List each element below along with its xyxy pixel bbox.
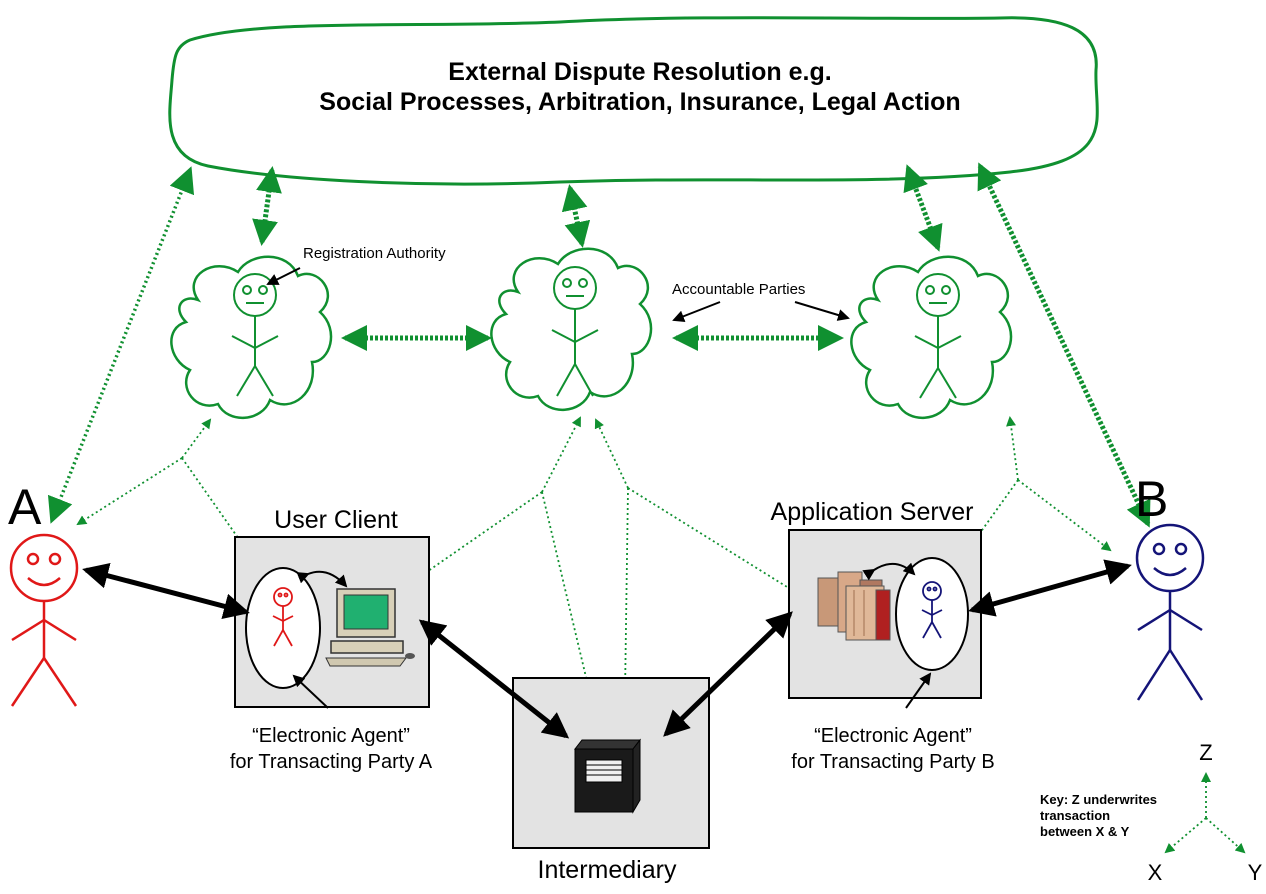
agent-server-link-b [862, 562, 916, 581]
key-x-label: X [1148, 860, 1163, 885]
a-to-client-arrow [82, 563, 250, 619]
user-client-box [234, 536, 430, 708]
accountable-party-cloud-right [850, 255, 1013, 420]
party-a-label: A [8, 479, 42, 535]
agent-b-pointer [905, 672, 932, 709]
ra-to-banner-link [252, 166, 282, 246]
agent-a-caption-line-2: for Transacting Party A [230, 751, 433, 773]
stick-figure-icon [551, 266, 599, 397]
party-b-figure [1135, 523, 1205, 701]
transaction-arrows [82, 559, 1132, 739]
agent-a-caption-line-1: “Electronic Agent” [252, 725, 410, 747]
registration-authority-cloud [170, 255, 333, 420]
center-to-banner-link [561, 184, 591, 248]
a-to-banner-link [47, 166, 195, 524]
key-z-label: Z [1199, 740, 1212, 765]
agent-b-caption-line-2: for Transacting Party B [791, 751, 994, 773]
key-text-line-3: between X & Y [1040, 824, 1130, 839]
accountable-parties-label: Accountable Parties [672, 281, 805, 298]
banner-line-1: External Dispute Resolution e.g. [448, 58, 831, 86]
intermediary-label: Intermediary [538, 856, 677, 884]
party-b-label: B [1135, 471, 1168, 527]
accountable-parties-pointer-left [672, 301, 721, 322]
green-thick-arrows [252, 162, 1151, 528]
agent-b-caption-line-1: “Electronic Agent” [814, 725, 972, 747]
key-text-line-1: Key: Z underwrites [1040, 792, 1157, 807]
application-server-label: Application Server [771, 498, 974, 526]
stick-figure-icon [231, 273, 279, 397]
right-to-banner-link [903, 164, 943, 252]
banner-line-2: Social Processes, Arbitration, Insurance… [319, 88, 960, 116]
user-client-label: User Client [274, 506, 398, 534]
party-a-figure [9, 533, 79, 707]
agent-a-pointer [292, 674, 329, 709]
accountable-party-cloud-center [490, 247, 653, 412]
registration-authority-label: Registration Authority [303, 245, 446, 262]
application-server-box [788, 529, 982, 699]
legend-key: Z X Y Key: Z underwrites transaction bet… [1040, 740, 1263, 885]
dispute-resolution-banner: External Dispute Resolution e.g. Social … [168, 16, 1099, 186]
storage-server-icon [573, 738, 642, 814]
server-to-b-arrow [968, 559, 1132, 617]
b-to-banner-link [977, 162, 1151, 528]
electronic-agent-a-icon [272, 587, 294, 647]
key-y-label: Y [1248, 860, 1263, 885]
intermediary-box [512, 677, 710, 849]
intermediary-to-server-arrow [663, 611, 793, 737]
registration-authority-pointer [266, 267, 301, 285]
electronic-agent-b-icon [921, 581, 943, 639]
accountable-parties-pointer-right [794, 301, 850, 321]
server-rack-icon [817, 571, 891, 641]
agent-computer-link-a [296, 570, 348, 588]
desktop-computer-icon [325, 588, 415, 667]
stick-figure-icon [914, 273, 962, 399]
client-to-intermediary-arrow [418, 619, 570, 739]
key-text-line-2: transaction [1040, 808, 1110, 823]
